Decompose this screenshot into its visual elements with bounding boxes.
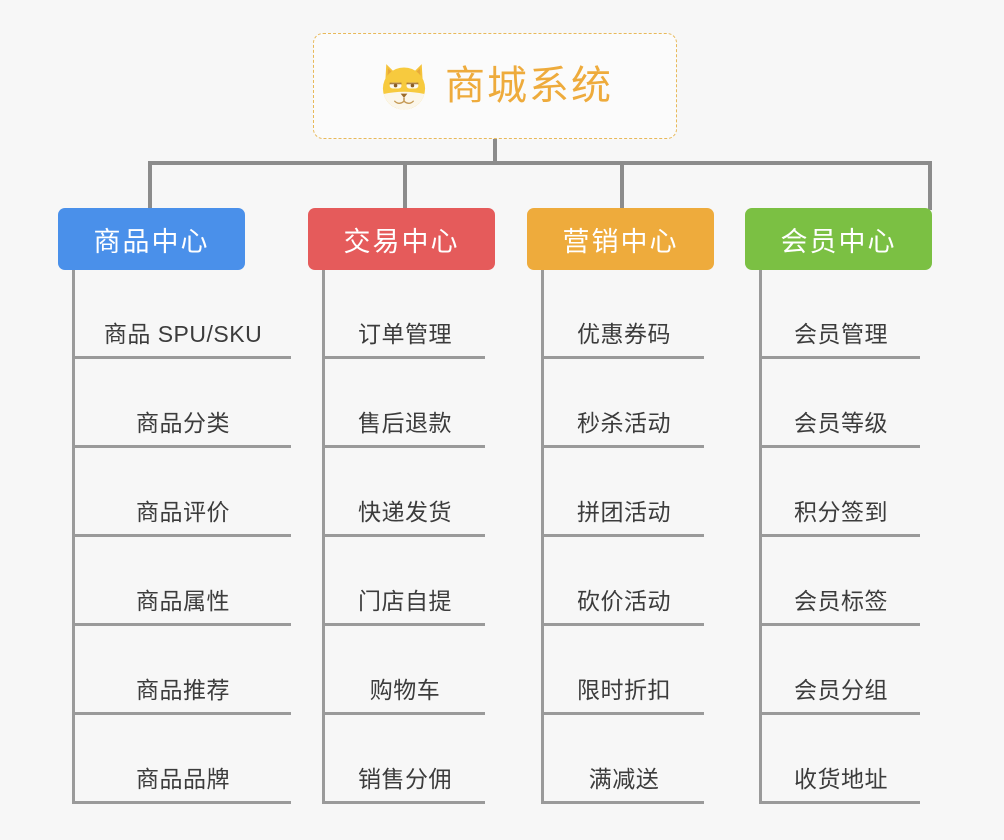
list-item-label: 限时折扣 — [577, 677, 671, 703]
connector-bus-horizontal — [148, 161, 932, 165]
list-item[interactable]: 满减送 — [544, 715, 704, 804]
list-item-label: 商品属性 — [136, 588, 230, 614]
list-item-label: 会员等级 — [794, 410, 888, 436]
list-item[interactable]: 购物车 — [325, 626, 485, 715]
category-header-label: 交易中心 — [343, 226, 460, 257]
root-node-card[interactable]: 商城系统 — [313, 33, 677, 139]
category-header-marketing[interactable]: 营销中心 — [527, 208, 714, 270]
connector-drop-3 — [620, 161, 624, 210]
category-column-member: 会员中心 会员管理 会员等级 积分签到 会员标签 会员分组 收货地址 — [745, 208, 932, 804]
category-column-marketing: 营销中心 优惠券码 秒杀活动 拼团活动 砍价活动 限时折扣 满减送 — [527, 208, 714, 804]
category-header-label: 营销中心 — [562, 226, 679, 257]
list-item[interactable]: 会员标签 — [762, 537, 920, 626]
list-item[interactable]: 订单管理 — [325, 270, 485, 359]
list-item[interactable]: 会员管理 — [762, 270, 920, 359]
connector-drop-2 — [403, 161, 407, 210]
leaf-list-product: 商品 SPU/SKU 商品分类 商品评价 商品属性 商品推荐 商品品牌 — [72, 270, 291, 804]
leaf-list-trade: 订单管理 售后退款 快递发货 门店自提 购物车 销售分佣 — [322, 270, 485, 804]
list-item-label: 售后退款 — [358, 410, 452, 436]
list-item-label: 订单管理 — [358, 321, 452, 347]
list-item-label: 会员标签 — [794, 588, 888, 614]
list-item-label: 购物车 — [369, 677, 441, 703]
leaf-list-member: 会员管理 会员等级 积分签到 会员标签 会员分组 收货地址 — [759, 270, 920, 804]
list-item[interactable]: 销售分佣 — [325, 715, 485, 804]
list-item-label: 积分签到 — [794, 499, 888, 525]
list-item-label: 商品推荐 — [136, 677, 230, 703]
list-item-label: 拼团活动 — [577, 499, 671, 525]
category-header-product[interactable]: 商品中心 — [58, 208, 245, 270]
list-item[interactable]: 收货地址 — [762, 715, 920, 804]
category-column-product: 商品中心 商品 SPU/SKU 商品分类 商品评价 商品属性 商品推荐 商品品牌 — [58, 208, 291, 804]
category-header-trade[interactable]: 交易中心 — [308, 208, 495, 270]
list-item-label: 快递发货 — [358, 499, 452, 525]
leaf-list-marketing: 优惠券码 秒杀活动 拼团活动 砍价活动 限时折扣 满减送 — [541, 270, 704, 804]
shiba-dog-emoji-icon — [377, 59, 431, 113]
list-item-label: 收货地址 — [794, 766, 888, 792]
root-title-text: 商城系统 — [445, 64, 613, 108]
list-item[interactable]: 优惠券码 — [544, 270, 704, 359]
connector-drop-1 — [148, 161, 152, 210]
list-item[interactable]: 拼团活动 — [544, 448, 704, 537]
connector-drop-4 — [928, 161, 932, 210]
category-header-label: 会员中心 — [780, 226, 897, 257]
list-item[interactable]: 商品 SPU/SKU — [75, 270, 291, 359]
list-item[interactable]: 门店自提 — [325, 537, 485, 626]
list-item[interactable]: 砍价活动 — [544, 537, 704, 626]
list-item[interactable]: 快递发货 — [325, 448, 485, 537]
list-item-label: 会员分组 — [794, 677, 888, 703]
list-item-label: 会员管理 — [794, 321, 888, 347]
list-item[interactable]: 秒杀活动 — [544, 359, 704, 448]
list-item[interactable]: 商品属性 — [75, 537, 291, 626]
list-item[interactable]: 商品评价 — [75, 448, 291, 537]
list-item[interactable]: 会员等级 — [762, 359, 920, 448]
list-item-label: 门店自提 — [358, 588, 452, 614]
list-item-label: 销售分佣 — [358, 766, 452, 792]
list-item-label: 砍价活动 — [577, 588, 671, 614]
list-item-label: 商品 SPU/SKU — [103, 321, 263, 347]
list-item-label: 优惠券码 — [577, 321, 671, 347]
list-item[interactable]: 商品分类 — [75, 359, 291, 448]
category-header-member[interactable]: 会员中心 — [745, 208, 932, 270]
list-item[interactable]: 商品推荐 — [75, 626, 291, 715]
category-column-trade: 交易中心 订单管理 售后退款 快递发货 门店自提 购物车 销售分佣 — [308, 208, 495, 804]
category-header-label: 商品中心 — [93, 226, 210, 257]
list-item[interactable]: 售后退款 — [325, 359, 485, 448]
list-item-label: 商品分类 — [136, 410, 230, 436]
connector-stem-vertical — [493, 139, 497, 164]
list-item[interactable]: 限时折扣 — [544, 626, 704, 715]
list-item-label: 商品品牌 — [136, 766, 230, 792]
list-item-label: 秒杀活动 — [577, 410, 671, 436]
list-item[interactable]: 会员分组 — [762, 626, 920, 715]
list-item-label: 满减送 — [588, 766, 660, 792]
list-item-label: 商品评价 — [136, 499, 230, 525]
list-item[interactable]: 积分签到 — [762, 448, 920, 537]
list-item[interactable]: 商品品牌 — [75, 715, 291, 804]
